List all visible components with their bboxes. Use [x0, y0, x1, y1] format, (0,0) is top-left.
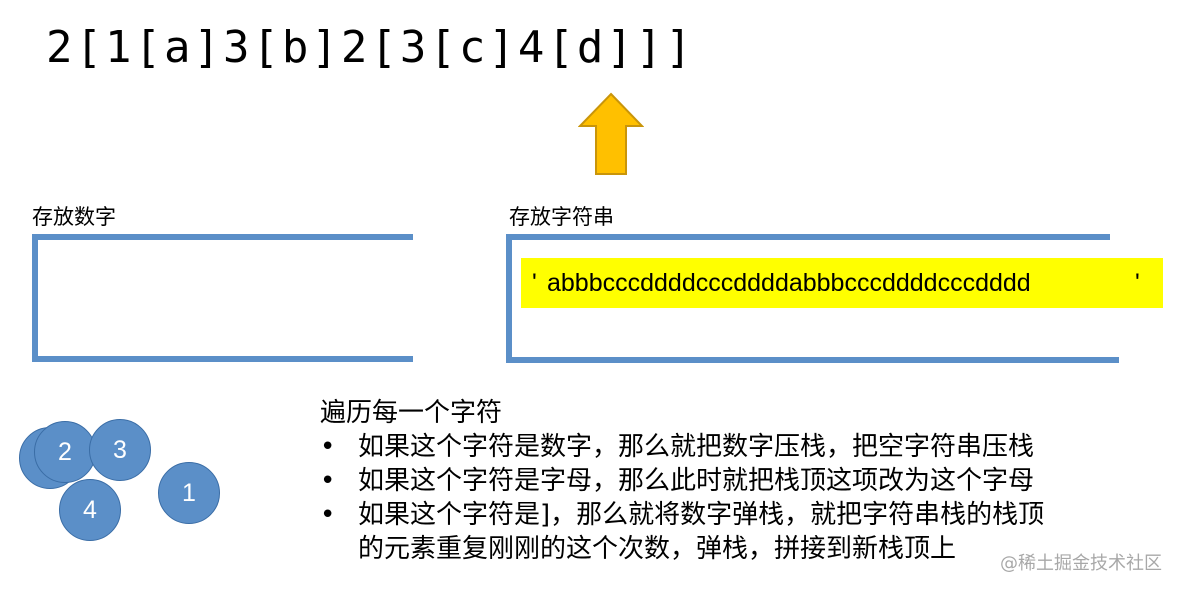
- bullet: •: [320, 500, 336, 530]
- string-value: abbbcccddddcccddddabbbcccddddcccdddd: [547, 269, 1031, 297]
- circle-2-front: 2: [34, 421, 96, 483]
- bullet: •: [320, 466, 336, 496]
- rules-heading: 遍历每一个字符: [320, 398, 503, 428]
- quote-close: ': [1135, 269, 1140, 297]
- rule-text: 如果这个字符是]，那么就将数字弹栈，就把字符串栈的栈顶: [358, 500, 1045, 530]
- rule-continuation: 的元素重复刚刚的这个次数，弹栈，拼接到新栈顶上: [358, 534, 957, 564]
- up-arrow-icon: [578, 92, 644, 175]
- rule-item: • 如果这个字符是]，那么就将数字弹栈，就把字符串栈的栈顶: [320, 498, 1044, 532]
- rule-text: 如果这个字符是数字，那么就把数字压栈，把空字符串压栈: [358, 432, 1035, 462]
- bullet: •: [320, 432, 336, 462]
- expression: 2[1[a]3[b]2[3[c]4[d]]]: [46, 22, 695, 73]
- quote-open: ': [532, 269, 537, 297]
- rule-text: 如果这个字符是字母，那么此时就把栈顶这项改为这个字母: [358, 466, 1035, 496]
- rule-item: • 如果这个字符是数字，那么就把数字压栈，把空字符串压栈: [320, 430, 1044, 464]
- circle-1: 1: [158, 462, 220, 524]
- string-stack-label: 存放字符串: [509, 205, 614, 229]
- number-stack-label: 存放数字: [32, 205, 116, 229]
- number-stack: [32, 234, 413, 362]
- circle-3: 3: [89, 419, 151, 481]
- rule-item: • 如果这个字符是字母，那么此时就把栈顶这项改为这个字母: [320, 464, 1044, 498]
- string-stack-item: ' abbbcccddddcccddddabbbcccddddcccdddd ': [521, 258, 1163, 308]
- string-stack: [506, 234, 1119, 363]
- circle-4: 4: [59, 479, 121, 541]
- algorithm-rules: 遍历每一个字符 • 如果这个字符是数字，那么就把数字压栈，把空字符串压栈 • 如…: [320, 396, 1044, 566]
- watermark: @稀土掘金技术社区: [1000, 553, 1162, 574]
